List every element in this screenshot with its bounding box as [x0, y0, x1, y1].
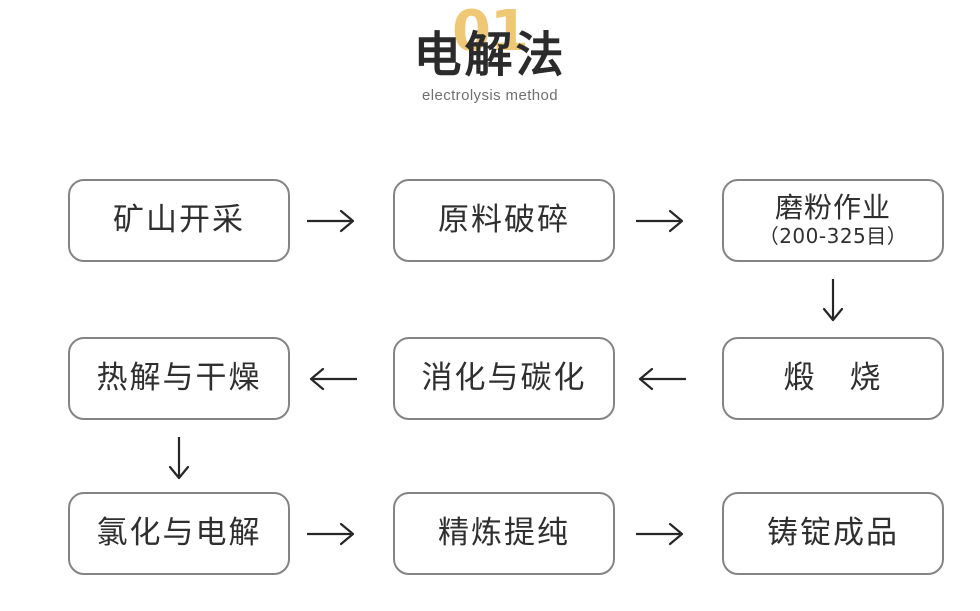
flow-node-label: 矿山开采	[113, 202, 245, 239]
arrow-down-pyrolysis-to-chlorination	[161, 434, 197, 484]
flow-node-refining-purification: 精炼提纯	[393, 492, 615, 575]
flow-node-label: 煅 烧	[783, 360, 883, 397]
page-title: 电解法	[413, 27, 567, 83]
flow-node-ingot-product: 铸锭成品	[722, 492, 944, 575]
arrow-right-refining-to-ingot	[632, 516, 690, 552]
flow-node-label: 氯化与电解	[96, 515, 262, 552]
section-number-badge: 01	[452, 0, 529, 64]
arrow-down-milling-to-calcination	[815, 276, 851, 326]
flow-node-raw-material-crushing: 原料破碎	[393, 179, 615, 262]
flow-node-mining: 矿山开采	[68, 179, 290, 262]
flow-node-label: 铸锭成品	[767, 515, 899, 552]
header-title-stack: 01 电解法 electrolysis method	[360, 4, 620, 116]
flow-node-label: 热解与干燥	[96, 360, 262, 397]
flow-node-label: 消化与碳化	[421, 360, 587, 397]
flow-node-label: 原料破碎	[438, 202, 570, 239]
arrow-right-mining-to-crushing	[303, 203, 361, 239]
flow-node-sublabel-mesh-size: （200-325目）	[758, 223, 908, 248]
flow-node-digestion-carbonation: 消化与碳化	[393, 337, 615, 420]
arrow-left-calcination-to-digestion	[632, 361, 690, 397]
arrow-left-digestion-to-pyrolysis	[303, 361, 361, 397]
arrow-right-crushing-to-milling	[632, 203, 690, 239]
flow-node-label: 精炼提纯	[438, 515, 570, 552]
flow-node-label: 磨粉作业	[774, 191, 891, 225]
page-subtitle: electrolysis method	[422, 87, 558, 104]
flow-node-pyrolysis-drying: 热解与干燥	[68, 337, 290, 420]
flow-node-chlorination-electrolysis: 氯化与电解	[68, 492, 290, 575]
header: 01 电解法 electrolysis method	[0, 0, 980, 120]
flow-node-calcination: 煅 烧	[722, 337, 944, 420]
flow-node-milling: 磨粉作业 （200-325目）	[722, 179, 944, 262]
arrow-right-chlorination-to-refining	[303, 516, 361, 552]
